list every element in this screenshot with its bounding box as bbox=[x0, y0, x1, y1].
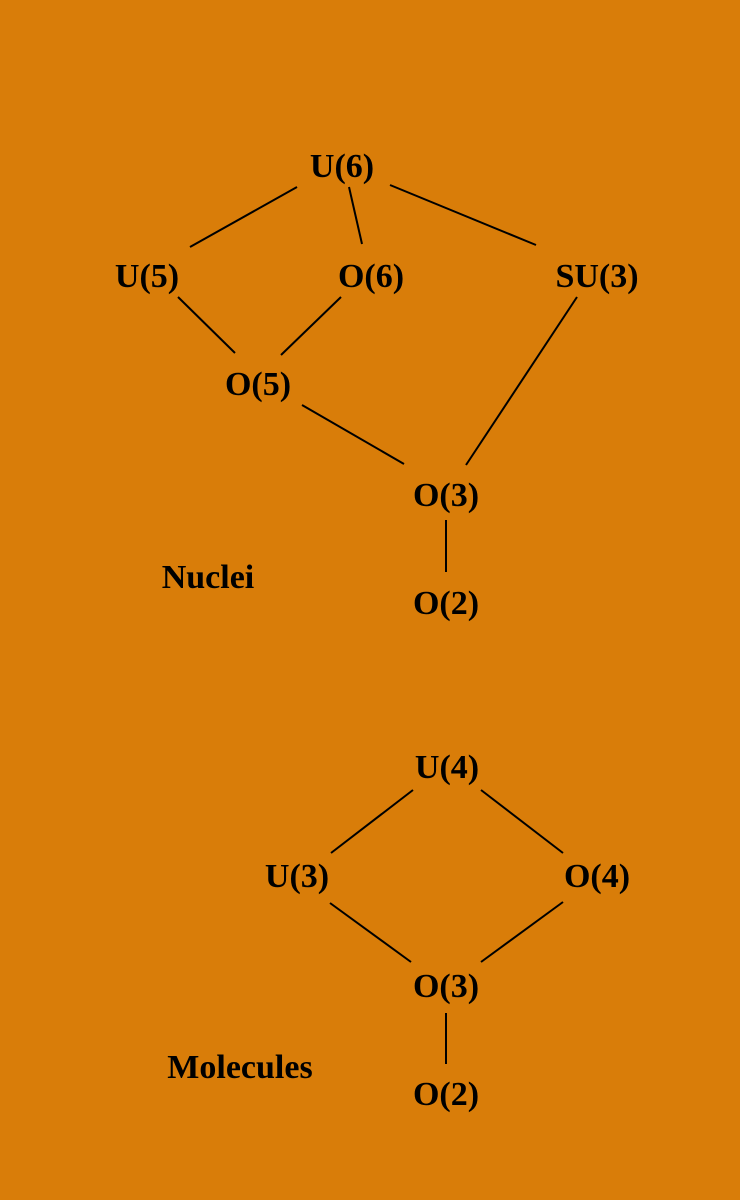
node-o2: O(2) bbox=[413, 585, 479, 622]
edge-u6-su3 bbox=[389, 184, 537, 246]
edge-u4-o4 bbox=[480, 789, 564, 854]
node-o4: O(4) bbox=[564, 858, 630, 895]
nuclei-chain: U(6) U(5) O(6) SU(3) O(5) O(3) O(2) Nucl… bbox=[115, 148, 639, 622]
edge-u6-u5 bbox=[189, 186, 298, 248]
node-o3: O(3) bbox=[413, 477, 479, 514]
edge-su3-o3 bbox=[465, 296, 578, 466]
edge-u6-o6 bbox=[348, 186, 363, 245]
molecules-chain: U(4) U(3) O(4) O(3) O(2) Molecules bbox=[167, 749, 630, 1113]
node-o6: O(6) bbox=[338, 258, 404, 295]
node-u4: U(4) bbox=[415, 749, 479, 786]
edge-o5-o3 bbox=[301, 404, 405, 465]
edge-o6-o5 bbox=[280, 296, 342, 356]
node-u5: U(5) bbox=[115, 258, 179, 295]
edge-o4-o3 bbox=[480, 901, 564, 963]
nuclei-label: Nuclei bbox=[162, 559, 255, 596]
node-o2: O(2) bbox=[413, 1076, 479, 1113]
node-o5: O(5) bbox=[225, 366, 291, 403]
edge-u5-o5 bbox=[177, 296, 236, 354]
node-u3: U(3) bbox=[265, 858, 329, 895]
edge-u4-u3 bbox=[330, 789, 414, 854]
node-su3: SU(3) bbox=[555, 258, 638, 295]
molecules-label: Molecules bbox=[167, 1049, 312, 1086]
node-o3: O(3) bbox=[413, 968, 479, 1005]
node-u6: U(6) bbox=[310, 148, 374, 185]
edge-u3-o3 bbox=[329, 902, 412, 963]
